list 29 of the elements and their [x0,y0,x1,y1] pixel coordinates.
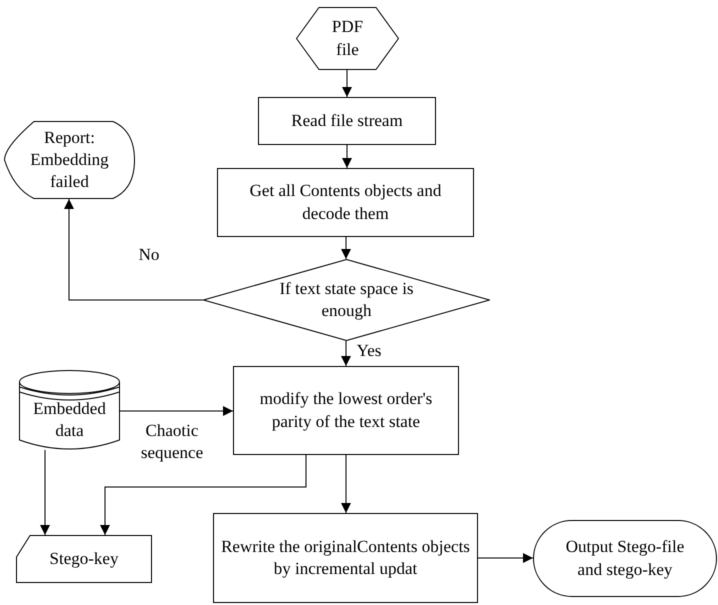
arrow [341,340,351,366]
arrow [478,553,534,563]
node-label: Embedded data [32,398,107,442]
arrow [342,70,352,98]
node-label: Get all Contents objects and decode them [248,180,442,224]
process-box [213,513,478,603]
database-cylinder [19,370,120,450]
process-box [258,97,436,145]
node-label: Read file stream [291,110,403,132]
decision-diamond [203,259,490,341]
node-label: PDF file [330,16,364,60]
arrow [40,450,50,536]
input-hexagon [296,7,399,70]
arrow [341,454,351,514]
node-label: Stego-key [50,548,118,570]
arrow [120,406,234,416]
arrow [100,454,306,536]
node-label: Report: Embedding failed [29,126,110,194]
node-label: If text state space is enough [278,278,415,322]
process-box [233,366,459,455]
node-label: Output Stego-file and stego-key [564,536,686,581]
card-shape [16,535,152,583]
process-box [217,168,474,237]
arrow [341,236,351,260]
display-shape [4,121,135,199]
node-label: modify the lowest order's parity of the text state [258,388,434,433]
arrow [64,198,204,300]
arrow [342,144,352,168]
node-label: Rewrite the originalContents objects by incremental updat [221,536,470,580]
